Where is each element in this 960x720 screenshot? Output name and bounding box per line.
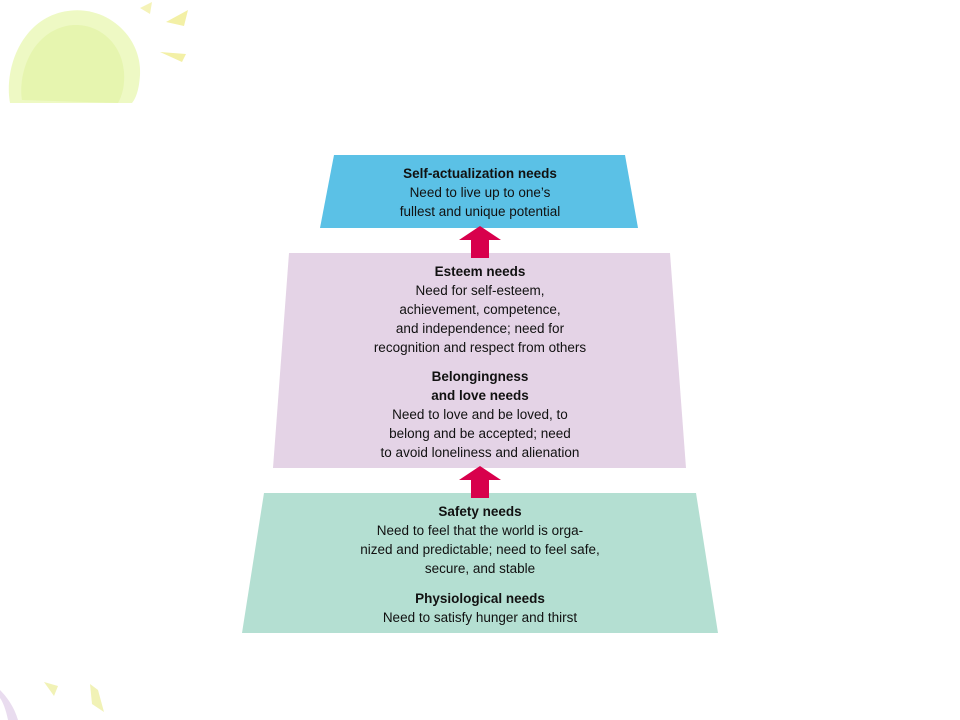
self-actualization-desc: Need to live up to one’s fullest and uni… xyxy=(399,185,561,219)
up-arrow-icon xyxy=(459,466,501,498)
up-arrow-icon xyxy=(459,226,501,258)
self-actualization-title: Self-actualization needs xyxy=(403,166,557,181)
belongingness-block: Belongingness and love needs Need to lov… xyxy=(300,367,660,462)
self-actualization-block: Self-actualization needs Need to live up… xyxy=(330,164,630,221)
esteem-title: Esteem needs xyxy=(434,264,526,279)
safety-title: Safety needs xyxy=(438,504,522,519)
physiological-title: Physiological needs xyxy=(415,591,545,606)
belongingness-title: Belongingness and love needs xyxy=(431,369,529,403)
physiological-desc: Need to satisfy hunger and thirst xyxy=(382,610,578,625)
safety-desc: Need to feel that the world is orga- niz… xyxy=(360,523,600,576)
esteem-block: Esteem needs Need for self-esteem, achie… xyxy=(300,262,660,357)
safety-block: Safety needs Need to feel that the world… xyxy=(280,502,680,578)
belongingness-desc: Need to love and be loved, to belong and… xyxy=(380,407,580,460)
esteem-desc: Need for self-esteem, achievement, compe… xyxy=(373,283,587,355)
physiological-block: Physiological needs Need to satisfy hung… xyxy=(280,589,680,627)
